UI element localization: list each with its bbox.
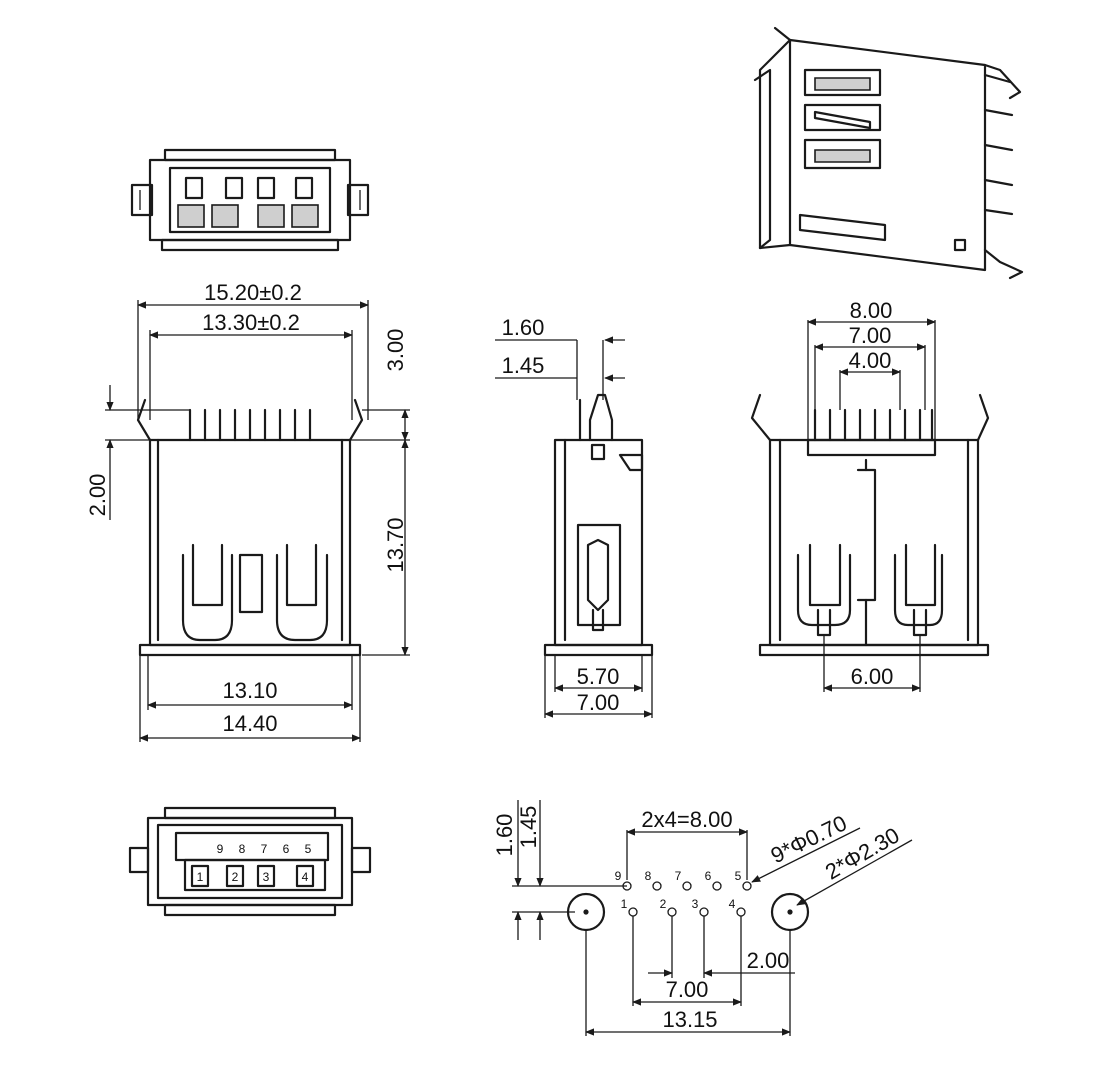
fp-pin-8: 8 — [645, 869, 652, 883]
front-pin-8: 8 — [239, 842, 246, 856]
side-view — [543, 393, 654, 657]
dim-rear-mid: 7.00 — [849, 323, 892, 348]
front-pin-5: 5 — [305, 842, 312, 856]
dim-side-inner: 5.70 — [577, 664, 620, 689]
dim-base-outer: 14.40 — [222, 711, 277, 736]
front-pin-7: 7 — [261, 842, 268, 856]
front-pin-9: 9 — [217, 842, 224, 856]
dim-side-outer: 7.00 — [577, 690, 620, 715]
front-pin-2: 2 — [232, 870, 239, 884]
dim-fp-1315: 13.15 — [662, 1007, 717, 1032]
fp-pin-2: 2 — [660, 897, 667, 911]
dim-rear-shell: 6.00 — [851, 664, 894, 689]
side-view-dimensions: 1.60 1.45 5.70 7.00 — [495, 315, 653, 718]
front-pin-3: 3 — [263, 870, 270, 884]
dim-height: 13.70 — [383, 517, 408, 572]
front-pin-1: 1 — [197, 870, 204, 884]
dim-rear-inner: 4.00 — [849, 348, 892, 373]
rear-view-dimensions: 8.00 7.00 4.00 6.00 — [807, 298, 936, 692]
dim-fp-pitch: 2x4=8.00 — [641, 807, 732, 832]
dim-side-lead-outer: 1.60 — [502, 315, 545, 340]
fp-pin-1: 1 — [621, 897, 628, 911]
pcb-footprint: 9 8 7 6 5 1 2 3 4 — [566, 869, 810, 932]
top-view — [130, 148, 370, 252]
front-view-dimensions: 15.20±0.2 13.30±0.2 3.00 13.70 2.00 13.1… — [85, 280, 410, 742]
fp-pin-4: 4 — [729, 897, 736, 911]
front-opening-view: 9 8 7 6 5 1 2 3 4 — [128, 806, 372, 917]
dim-fp-7: 7.00 — [666, 977, 709, 1002]
front-pin-4: 4 — [302, 870, 309, 884]
fp-pin-3: 3 — [692, 897, 699, 911]
dim-width-inner: 13.30±0.2 — [202, 310, 300, 335]
fp-pin-9: 9 — [615, 869, 622, 883]
front-view — [136, 398, 364, 657]
dim-fp-row-b: 1.45 — [516, 806, 541, 849]
dim-fp-2: 2.00 — [747, 948, 790, 973]
dim-pin-top: 3.00 — [383, 329, 408, 372]
dim-fp-row-a: 1.60 — [492, 814, 517, 857]
fp-pin-5: 5 — [735, 869, 742, 883]
dim-pin-len: 2.00 — [85, 474, 110, 517]
top-view-contacts — [177, 176, 319, 228]
rear-view — [750, 393, 990, 657]
pcb-footprint-dimensions: 1.60 1.45 2x4=8.00 9*Φ0.70 2*Φ2.30 2.00 … — [492, 800, 913, 1036]
fp-pin-7: 7 — [675, 869, 682, 883]
dim-base-inner: 13.10 — [222, 678, 277, 703]
fp-pin-6: 6 — [705, 869, 712, 883]
front-pin-6: 6 — [283, 842, 290, 856]
front-view-pins — [188, 408, 312, 442]
isometric-view — [753, 26, 1024, 280]
dim-rear-outer: 8.00 — [850, 298, 893, 323]
dim-side-lead-inner: 1.45 — [502, 353, 545, 378]
dim-width-outer: 15.20±0.2 — [204, 280, 302, 305]
